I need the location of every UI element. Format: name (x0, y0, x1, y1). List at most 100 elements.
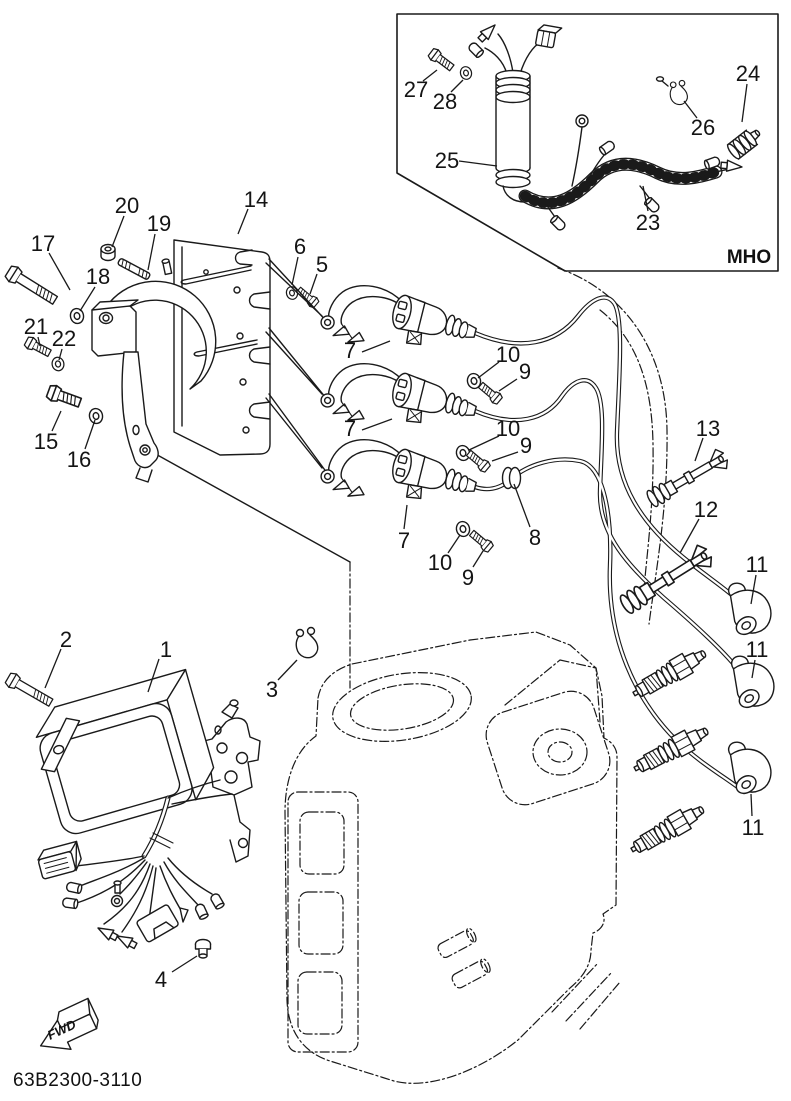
callout-label-3-2: 3 (266, 677, 278, 702)
callout-label-10-13: 10 (496, 342, 520, 367)
drawing-number: 63B2300-3110 (13, 1070, 142, 1091)
arrow-terminal (475, 20, 500, 45)
callout-label-11-17: 11 (746, 637, 769, 662)
callout-label-22-29: 22 (52, 326, 76, 351)
nut-20 (100, 243, 116, 262)
wire-harness-23 (518, 139, 744, 233)
engine-block-phantom (284, 267, 668, 1084)
ignition-coil-25 (484, 33, 542, 203)
callout-label-12-19: 12 (694, 497, 718, 522)
clip-3 (295, 626, 319, 659)
leader-line-7-7 (361, 418, 393, 431)
callout-label-9-12: 9 (462, 565, 474, 590)
fwd-arrow (39, 997, 99, 1051)
leader-line-18-25 (79, 286, 96, 312)
leader-line-19-26 (147, 233, 156, 271)
callout-label-2-1: 2 (60, 627, 72, 652)
cdi-wire-harness (35, 779, 233, 959)
leader-line-23-30 (642, 185, 649, 212)
inset-box (396, 13, 779, 272)
spark-plug-3 (625, 798, 710, 861)
plug-cap-11a (727, 579, 774, 640)
callout-label-26-33: 26 (691, 115, 715, 140)
leader-line-6-5 (291, 256, 299, 286)
bolt-27 (426, 46, 457, 74)
stud-19 (116, 257, 152, 281)
bolt-9b (464, 447, 492, 474)
clamp-bracket (91, 258, 217, 483)
leader-line-10-13 (477, 361, 500, 379)
bullet-terminal (466, 40, 486, 60)
leader-line-17-24 (48, 252, 71, 291)
washer-18 (68, 306, 86, 326)
callout-label-9-10: 9 (519, 359, 531, 384)
leader-line-14-21 (237, 208, 249, 235)
callout-label-5-4: 5 (316, 252, 328, 277)
washer-10c (454, 519, 472, 539)
boot-24 (726, 129, 761, 160)
callout-label-16-23: 16 (67, 447, 91, 472)
callout-label-11-18: 11 (742, 815, 765, 840)
leader-line-27-34 (422, 69, 438, 82)
callout-label-19-26: 19 (147, 211, 171, 236)
leader-line-28-35 (450, 79, 464, 93)
screw-4 (194, 938, 212, 959)
grommet-8 (501, 466, 522, 490)
spark-plug-wires (472, 295, 747, 795)
washer-22 (50, 355, 66, 373)
leader-line-4-3 (171, 955, 198, 973)
leader-line-13-20 (694, 437, 704, 462)
leader-line-9-12 (472, 550, 484, 568)
bolt-17 (3, 263, 61, 309)
bolt-15 (44, 382, 84, 412)
leader-line-12-19 (679, 518, 700, 554)
callout-label-18-25: 18 (86, 264, 110, 289)
leader-line-24-31 (741, 83, 748, 123)
electrical-bracket-plate (173, 239, 271, 456)
mount-bracket (193, 699, 261, 863)
leader-line-3-2 (277, 659, 298, 681)
callout-label-14-21: 14 (244, 187, 268, 212)
leader-line-11-16 (750, 574, 757, 605)
bolt-5 (294, 284, 321, 310)
leader-line-1-0 (147, 658, 160, 693)
plug-cap-11b (730, 652, 777, 713)
callout-label-17-24: 17 (31, 231, 55, 256)
spark-plug-1 (627, 642, 712, 705)
callout-label-15-22: 15 (34, 429, 58, 454)
callout-label-10-14: 10 (496, 416, 520, 441)
leader-line-21-28 (37, 336, 41, 347)
callout-label-28-35: 28 (433, 89, 457, 114)
callout-label-1-0: 1 (160, 637, 172, 662)
callout-label-13-20: 13 (696, 416, 720, 441)
clip-26 (669, 79, 688, 106)
cdi-unit (35, 668, 215, 835)
leader-line-22-29 (58, 348, 63, 361)
callout-label-20-27: 20 (115, 193, 139, 218)
sensor-12 (616, 541, 717, 618)
leader-line-26-33 (683, 100, 698, 119)
ring-terminal (575, 114, 589, 128)
washer-16 (87, 406, 105, 426)
callout-label-9-11: 9 (520, 433, 532, 458)
ignition-coil-3 (319, 437, 481, 514)
leader-line-11-17 (751, 659, 756, 679)
leader-line-2-1 (44, 648, 62, 689)
callout-label-7-7: 7 (344, 416, 356, 441)
callout-label-10-15: 10 (428, 550, 452, 575)
callout-label-8-9: 8 (529, 525, 541, 550)
plug-cap-11c (727, 738, 774, 799)
callout-label-7-8: 7 (398, 528, 410, 553)
callout-label-21-28: 21 (24, 314, 48, 339)
washer-28 (458, 64, 474, 82)
alignment-line (151, 451, 351, 563)
leader-line-15-22 (51, 410, 62, 432)
leader-line-11-18 (750, 793, 753, 817)
callout-label-7-6: 7 (344, 338, 356, 363)
callout-label-23-30: 23 (636, 210, 660, 235)
callout-label-6-5: 6 (294, 234, 306, 259)
callout-label-24-31: 24 (736, 61, 760, 86)
bolt-9a (476, 379, 504, 406)
